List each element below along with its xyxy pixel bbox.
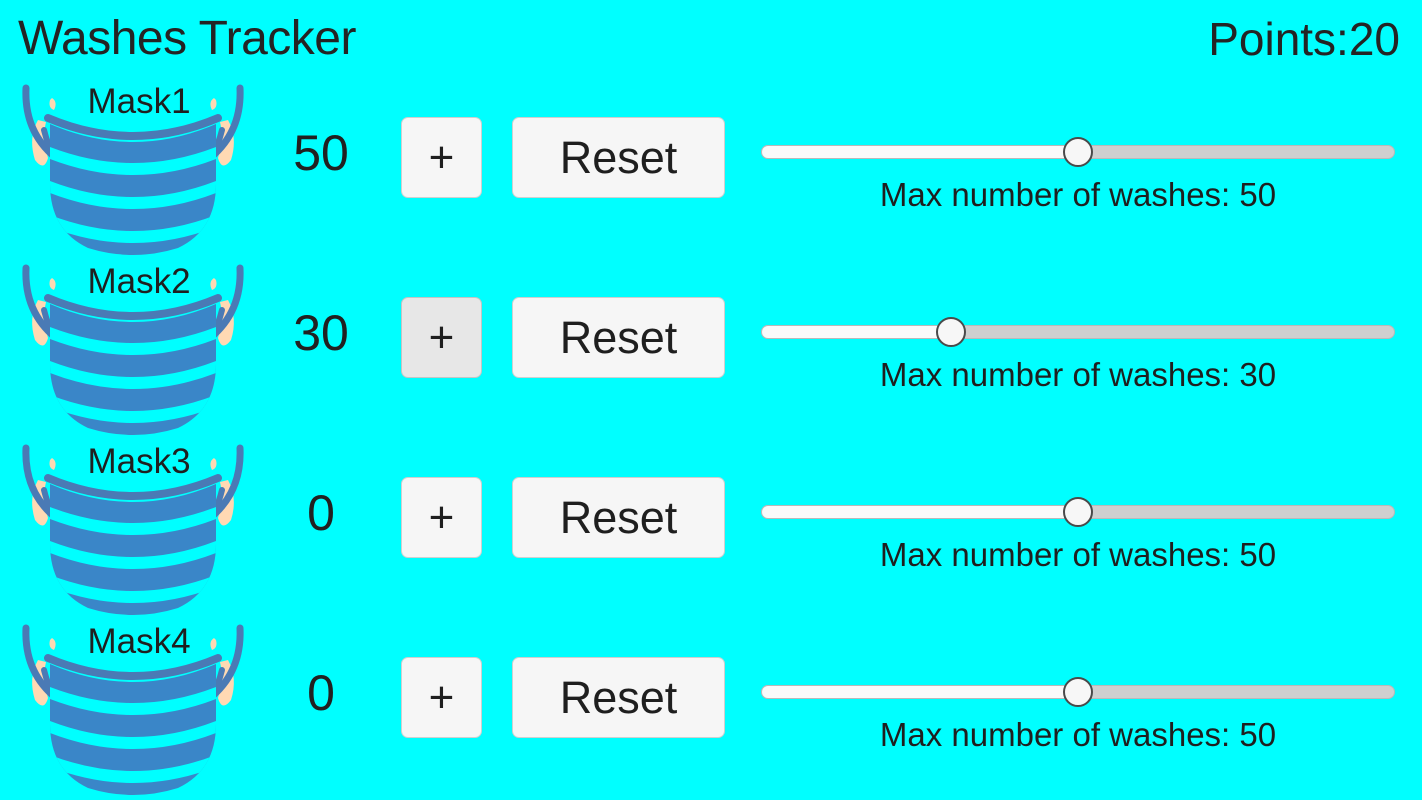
max-washes-slider-3[interactable] <box>761 497 1395 527</box>
wash-count-value-4: 0 <box>307 665 335 721</box>
slider-fill-3 <box>761 505 1078 519</box>
points-readout: Points:20 <box>1208 13 1400 65</box>
mask-icon-container: Mask1 <box>8 78 258 258</box>
mask-row-list: Mask1 50 + Reset Max number of washes: 5… <box>0 78 1422 798</box>
mask-icon-container: Mask3 <box>8 438 258 618</box>
slider-fill-1 <box>761 145 1078 159</box>
max-washes-slider-1[interactable] <box>761 137 1395 167</box>
mask-row-4: Mask4 0 + Reset Max number of washes: 50 <box>0 618 1422 798</box>
slider-fill-4 <box>761 685 1078 699</box>
max-washes-slider-block: Max number of washes: 50 <box>761 78 1401 258</box>
face-mask-icon <box>22 624 244 795</box>
wash-count-value-1: 50 <box>293 125 349 181</box>
app-header: Washes Tracker Points:20 <box>0 0 1422 78</box>
mask-row-2: Mask2 30 + Reset Max number of washes: 3… <box>0 258 1422 438</box>
increment-washes-button-2[interactable]: + <box>401 297 482 378</box>
reset-washes-button-3[interactable]: Reset <box>512 477 725 558</box>
increment-washes-button-4[interactable]: + <box>401 657 482 738</box>
reset-washes-button-4[interactable]: Reset <box>512 657 725 738</box>
increment-washes-button-3[interactable]: + <box>401 477 482 558</box>
max-washes-caption-2: Max number of washes: 30 <box>879 356 1277 393</box>
slider-thumb-3[interactable] <box>1063 497 1093 527</box>
max-washes-caption-3: Max number of washes: 50 <box>879 536 1277 573</box>
max-washes-slider-block: Max number of washes: 30 <box>761 258 1401 438</box>
wash-count-value-2: 30 <box>293 305 349 361</box>
max-washes-slider-block: Max number of washes: 50 <box>761 438 1401 618</box>
mask-row-3: Mask3 0 + Reset Max number of washes: 50 <box>0 438 1422 618</box>
slider-thumb-4[interactable] <box>1063 677 1093 707</box>
max-washes-slider-block: Max number of washes: 50 <box>761 618 1401 798</box>
mask-icon-container: Mask4 <box>8 618 258 798</box>
max-washes-caption-4: Max number of washes: 50 <box>879 716 1277 753</box>
face-mask-icon <box>22 84 244 255</box>
slider-thumb-2[interactable] <box>936 317 966 347</box>
max-washes-slider-2[interactable] <box>761 317 1395 347</box>
page-title: Washes Tracker <box>18 12 356 65</box>
slider-thumb-1[interactable] <box>1063 137 1093 167</box>
wash-count-value-3: 0 <box>307 485 335 541</box>
mask-row-1: Mask1 50 + Reset Max number of washes: 5… <box>0 78 1422 258</box>
reset-washes-button-2[interactable]: Reset <box>512 297 725 378</box>
increment-washes-button-1[interactable]: + <box>401 117 482 198</box>
slider-fill-2 <box>761 325 951 339</box>
face-mask-icon <box>22 264 244 435</box>
max-washes-slider-4[interactable] <box>761 677 1395 707</box>
reset-washes-button-1[interactable]: Reset <box>512 117 725 198</box>
mask-icon-container: Mask2 <box>8 258 258 438</box>
max-washes-caption-1: Max number of washes: 50 <box>879 176 1277 213</box>
face-mask-icon <box>22 444 244 615</box>
